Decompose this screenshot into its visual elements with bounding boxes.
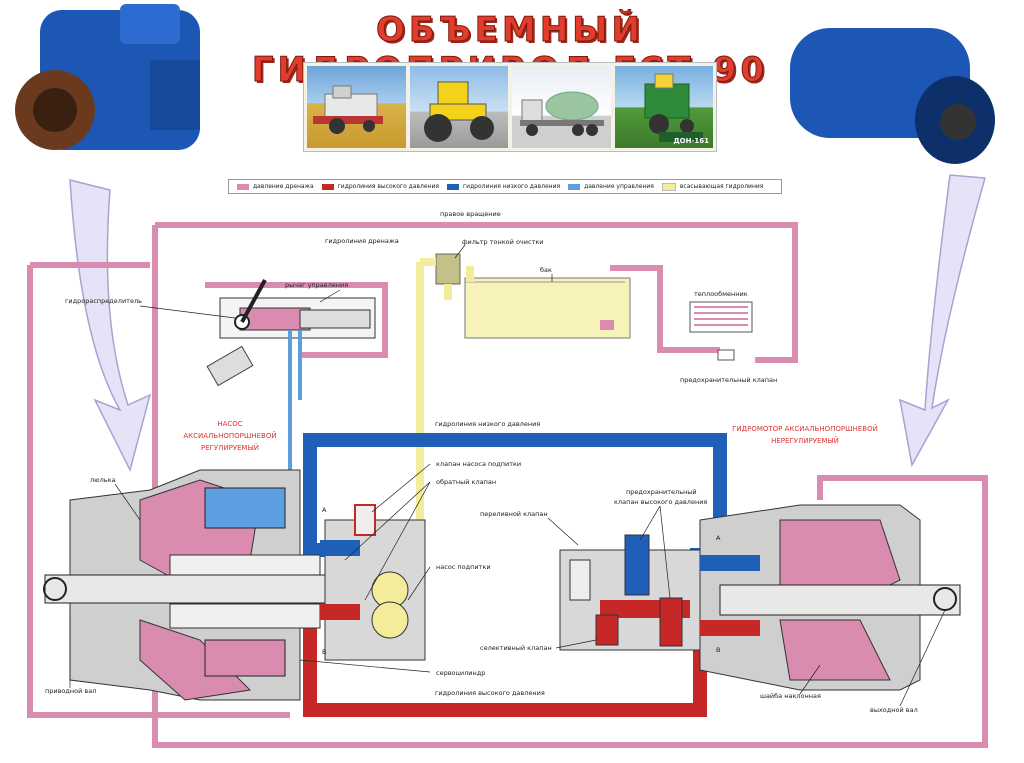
photo-road-roller — [409, 66, 508, 148]
label-distributor: гидрораспределитель — [65, 297, 142, 305]
photo-strip: ДОН-161 — [303, 62, 717, 152]
label-charge-pump: насос подпитки — [436, 563, 491, 571]
label-right-rotation: правое вращение — [440, 210, 501, 218]
label-pump-3: РЕГУЛИРУЕМЫЙ — [201, 443, 259, 452]
port-b-motor: B — [716, 646, 720, 654]
photo-concrete-mixer-truck — [512, 66, 611, 148]
label-swash-plate: шайба наклонная — [760, 692, 821, 700]
label-tank: бак — [540, 266, 552, 274]
drive-shaft-rotation-icon — [43, 577, 67, 601]
label-overflow-valve: переливной клапан — [480, 510, 548, 518]
label-selective-valve: селективный клапан — [480, 644, 552, 652]
legend: давление дренажа гидролиния высокого дав… — [228, 179, 782, 194]
photo-forage-harvester: ДОН-161 — [614, 66, 713, 148]
label-check-valve: обратный клапан — [436, 478, 496, 486]
pump-unit-image — [15, 4, 200, 150]
label-motor-1: ГИДРОМОТОР АКСИАЛЬНОПОРШНЕВОЙ — [732, 424, 878, 433]
photo-combine-harvester — [307, 66, 406, 148]
legend-item: всасывающая гидролиния — [661, 182, 763, 191]
left-flow-arrow — [69, 179, 152, 473]
label-servo-cylinder: сервоцилиндр — [436, 669, 485, 677]
label-fine-filter: фильтр тонкой очистки — [462, 238, 544, 246]
label-motor-2: НЕРЕГУЛИРУЕМЫЙ — [771, 436, 839, 445]
legend-item: гидролиния высокого давления — [321, 183, 439, 190]
label-high-pressure-line: гидролиния высокого давления — [435, 689, 545, 697]
label-hp-relief-1: предохранительный — [626, 488, 697, 496]
axial-piston-motor — [699, 504, 961, 691]
label-drive-shaft: приводной вал — [45, 687, 96, 695]
axial-piston-pump — [44, 469, 426, 701]
leader-lines — [69, 244, 946, 707]
control-distributor — [206, 279, 376, 387]
legend-item: давление дренажа — [237, 183, 314, 190]
fine-filter — [435, 253, 461, 285]
label-low-pressure-line: гидролиния низкого давления — [435, 420, 540, 428]
motor-unit-image — [790, 28, 995, 164]
tank — [464, 277, 631, 339]
legend-item: гидролиния низкого давления — [446, 183, 560, 190]
label-drain-line: гидролиния дренажа — [325, 237, 399, 245]
label-pump-2: АКСИАЛЬНОПОРШНЕВОЙ — [183, 431, 276, 440]
legend-item: давление управления — [568, 183, 654, 190]
label-relief-valve: предохранительный клапан — [680, 376, 777, 384]
label-charge-pump-valve: клапан насоса подпитки — [436, 460, 521, 468]
photo-caption: ДОН-161 — [673, 137, 709, 145]
port-a-pump: A — [322, 506, 327, 514]
relief-valve-icon — [717, 349, 735, 361]
valve-block — [559, 534, 701, 651]
label-control-lever: рычаг управления — [285, 281, 348, 289]
label-output-shaft: выходной вал — [870, 706, 918, 714]
label-heat-exchanger: теплообменник — [694, 290, 748, 298]
output-shaft-rotation-icon — [933, 587, 957, 611]
heat-exchanger — [689, 301, 753, 361]
label-pump-1: НАСОС — [217, 420, 242, 428]
label-cradle: люлька — [90, 476, 116, 484]
label-hp-relief-2: клапан высокого давления — [614, 498, 707, 506]
port-b-pump: B — [322, 648, 326, 656]
right-flow-arrow — [899, 174, 986, 468]
port-a-motor: A — [716, 534, 721, 542]
